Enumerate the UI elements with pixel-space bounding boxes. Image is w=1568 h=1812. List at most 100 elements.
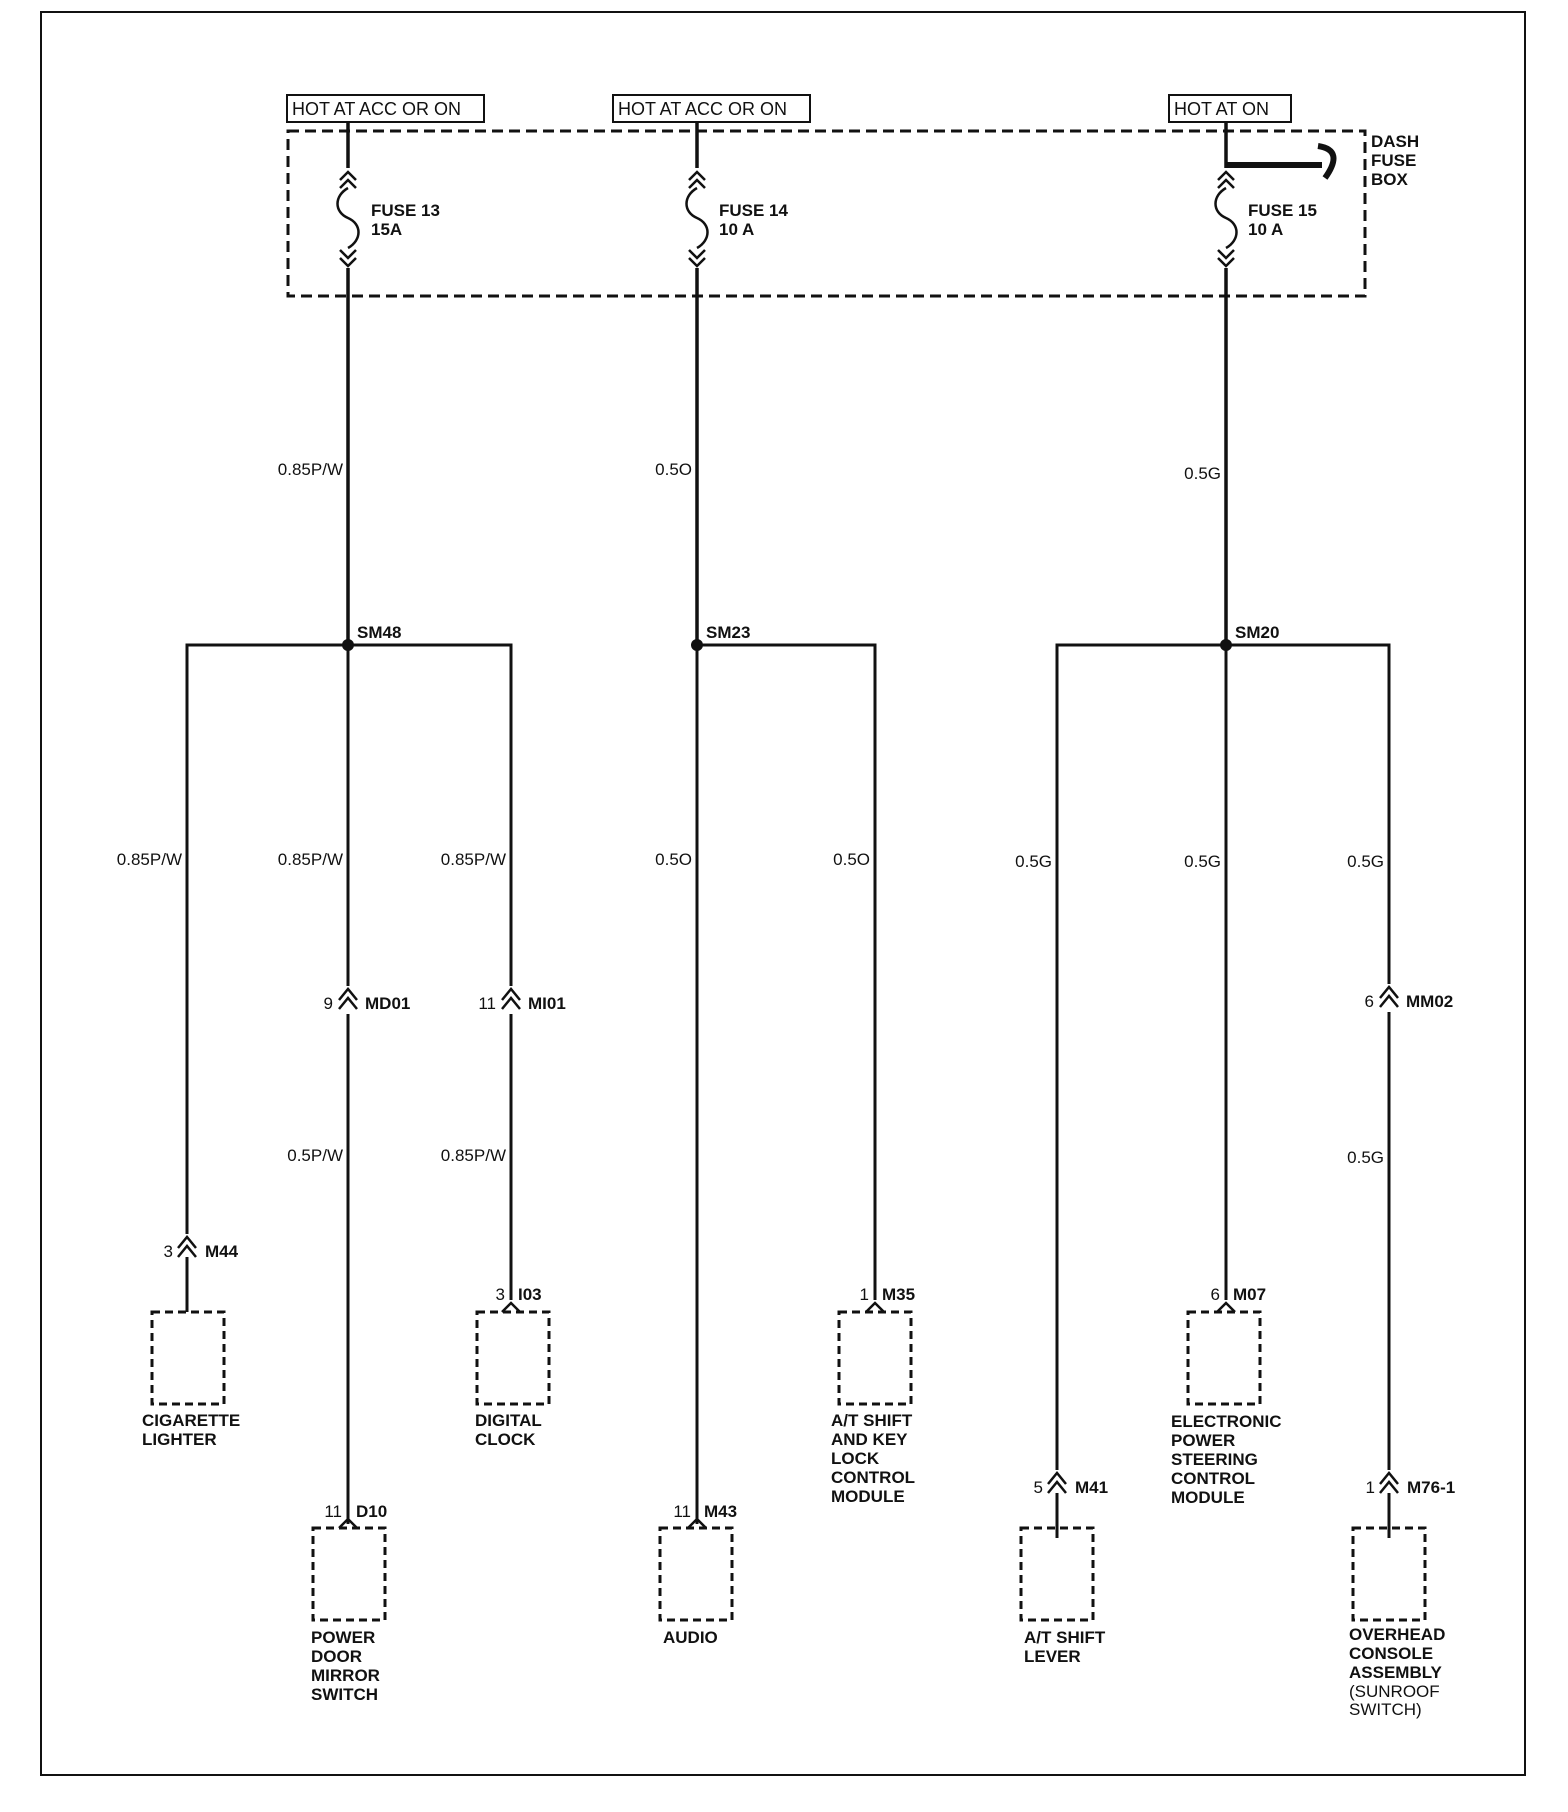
svg-text:LEVER: LEVER — [1024, 1647, 1081, 1666]
fuse-13-symbol — [336, 168, 360, 268]
svg-text:CONSOLE: CONSOLE — [1349, 1644, 1433, 1663]
svg-text:DOOR: DOOR — [311, 1647, 362, 1666]
component-label-digital-clock: DIGITAL CLOCK — [475, 1411, 542, 1449]
component-box-eps-module — [1186, 1310, 1262, 1406]
svg-text:STEERING: STEERING — [1171, 1450, 1258, 1469]
fuse-14-symbol — [685, 168, 709, 268]
branch-wire2-label-digital-clock: 0.85P/W — [441, 1146, 506, 1165]
component-box-cigarette-lighter — [150, 1310, 226, 1406]
fuse-14-rating: 10 A — [719, 220, 754, 239]
connector-m76-1: 1 M76-1 — [1366, 1470, 1455, 1528]
hot-label-fuse-13: HOT AT ACC OR ON — [286, 94, 485, 123]
fuse-15-name: FUSE 15 — [1248, 201, 1317, 220]
svg-text:FUSE: FUSE — [1371, 151, 1416, 170]
fuse-15-symbol — [1214, 168, 1238, 268]
dash-fuse-box-outline — [286, 129, 1367, 298]
svg-text:11: 11 — [478, 994, 496, 1013]
svg-text:DASH: DASH — [1371, 132, 1419, 151]
branch-wire-label-at-shift-lever: 0.5G — [1015, 852, 1052, 871]
fuse-13-name: FUSE 13 — [371, 201, 440, 220]
svg-text:M43: M43 — [704, 1502, 737, 1521]
component-label-cigarette-lighter: CIGARETTE LIGHTER — [142, 1411, 240, 1449]
branch-wire-label-cigarette-lighter: 0.85P/W — [117, 850, 182, 869]
svg-text:HOT AT ACC OR ON: HOT AT ACC OR ON — [618, 99, 787, 119]
splice-label-sm48: SM48 — [357, 623, 401, 642]
component-label-overhead-console: OVERHEAD CONSOLE ASSEMBLY (SUNROOF SWITC… — [1349, 1625, 1445, 1719]
branch-wire-label-audio: 0.5O — [655, 850, 692, 869]
svg-text:11: 11 — [324, 1502, 342, 1521]
inline-connector-md01: 9 MD01 — [324, 986, 410, 1014]
connector-m41: 5 M41 — [1034, 1470, 1108, 1528]
svg-text:6: 6 — [1211, 1285, 1220, 1304]
svg-text:SWITCH): SWITCH) — [1349, 1700, 1422, 1719]
svg-text:BOX: BOX — [1371, 170, 1409, 189]
svg-text:POWER: POWER — [311, 1628, 375, 1647]
svg-text:AND KEY: AND KEY — [831, 1430, 908, 1449]
svg-text:MI01: MI01 — [528, 994, 566, 1013]
svg-text:MODULE: MODULE — [831, 1487, 905, 1506]
svg-text:5: 5 — [1034, 1478, 1043, 1497]
component-label-power-door-mirror: POWER DOOR MIRROR SWITCH — [311, 1628, 380, 1704]
connector-m07: 6 M07 — [1211, 1285, 1266, 1313]
branch-wire-label-at-shift-key-lock: 0.5O — [833, 850, 870, 869]
svg-text:POWER: POWER — [1171, 1431, 1235, 1450]
component-box-overhead-console — [1351, 1526, 1427, 1622]
svg-text:ELECTRONIC: ELECTRONIC — [1171, 1412, 1282, 1431]
component-box-digital-clock — [475, 1310, 551, 1406]
svg-text:LOCK: LOCK — [831, 1449, 880, 1468]
trunk-wire-label-fuse-13: 0.85P/W — [278, 460, 343, 479]
component-box-power-door-mirror — [311, 1526, 387, 1622]
fuse-15-bus-bar — [1226, 143, 1337, 180]
component-label-audio: AUDIO — [663, 1628, 718, 1647]
svg-text:MD01: MD01 — [365, 994, 410, 1013]
dash-fuse-box-label: DASH FUSE BOX — [1371, 132, 1419, 189]
trunk-wire-label-fuse-14: 0.5O — [655, 460, 692, 479]
branch-wire-label-digital-clock: 0.85P/W — [441, 850, 506, 869]
fuse-13-rating: 15A — [371, 220, 402, 239]
branch-wire-label-overhead-console: 0.5G — [1347, 852, 1384, 871]
svg-text:OVERHEAD: OVERHEAD — [1349, 1625, 1445, 1644]
svg-text:M76-1: M76-1 — [1407, 1478, 1455, 1497]
connector-d10: 11 D10 — [324, 1502, 387, 1529]
svg-text:MM02: MM02 — [1406, 992, 1453, 1011]
trunk-wire-label-fuse-15: 0.5G — [1184, 464, 1221, 483]
svg-text:M07: M07 — [1233, 1285, 1266, 1304]
svg-text:6: 6 — [1365, 992, 1374, 1011]
branch-wire-label-power-door-mirror: 0.85P/W — [278, 850, 343, 869]
svg-text:A/T SHIFT: A/T SHIFT — [1024, 1628, 1106, 1647]
svg-text:11: 11 — [673, 1502, 691, 1521]
branch-wire2-label-power-door-mirror: 0.5P/W — [287, 1146, 343, 1165]
svg-text:3: 3 — [496, 1285, 505, 1304]
svg-text:CONTROL: CONTROL — [1171, 1469, 1255, 1488]
svg-text:MODULE: MODULE — [1171, 1488, 1245, 1507]
svg-text:I03: I03 — [518, 1285, 542, 1304]
branch-wire-label-eps-module: 0.5G — [1184, 852, 1221, 871]
connector-m35: 1 M35 — [860, 1285, 915, 1313]
inline-connector-mm02: 6 MM02 — [1365, 984, 1453, 1012]
svg-text:HOT AT ON: HOT AT ON — [1174, 99, 1269, 119]
inline-connector-mi01: 11 MI01 — [478, 986, 566, 1014]
svg-text:SWITCH: SWITCH — [311, 1685, 378, 1704]
component-label-at-shift-lever: A/T SHIFT LEVER — [1024, 1628, 1106, 1666]
svg-text:9: 9 — [324, 994, 333, 1013]
svg-text:A/T SHIFT: A/T SHIFT — [831, 1411, 913, 1430]
svg-text:D10: D10 — [356, 1502, 387, 1521]
connector-m44: 3 M44 — [164, 1234, 239, 1312]
hot-label-fuse-15: HOT AT ON — [1168, 94, 1292, 123]
component-box-at-shift-lever — [1019, 1526, 1095, 1622]
splice-bus-sm23 — [697, 643, 877, 1300]
svg-text:ASSEMBLY: ASSEMBLY — [1349, 1663, 1443, 1682]
svg-text:M35: M35 — [882, 1285, 915, 1304]
page-frame — [40, 11, 1526, 1776]
svg-text:DIGITAL: DIGITAL — [475, 1411, 542, 1430]
splice-label-sm23: SM23 — [706, 623, 750, 642]
component-label-at-shift-key-lock: A/T SHIFT AND KEY LOCK CONTROL MODULE — [831, 1411, 915, 1506]
svg-text:(SUNROOF: (SUNROOF — [1349, 1682, 1440, 1701]
svg-text:3: 3 — [164, 1242, 173, 1261]
fuse-14-name: FUSE 14 — [719, 201, 789, 220]
splice-label-sm20: SM20 — [1235, 623, 1279, 642]
svg-text:1: 1 — [860, 1285, 869, 1304]
svg-text:CIGARETTE: CIGARETTE — [142, 1411, 240, 1430]
svg-text:HOT AT ACC OR ON: HOT AT ACC OR ON — [292, 99, 461, 119]
